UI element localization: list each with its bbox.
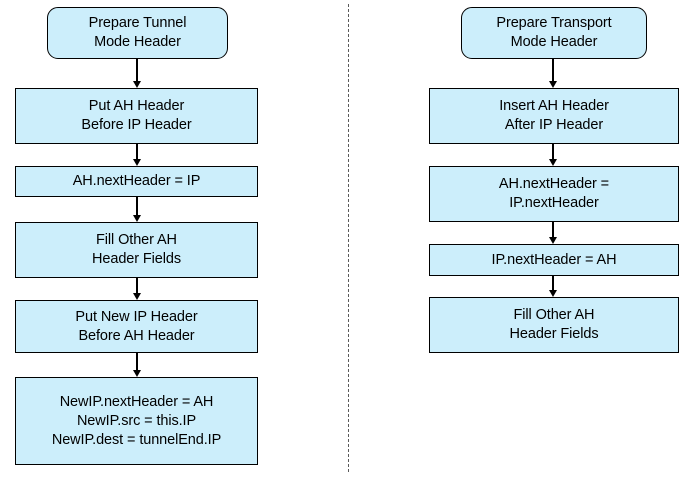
arrow-transport-1 xyxy=(547,59,559,88)
arrowhead-icon xyxy=(549,159,557,166)
arrowhead-icon xyxy=(549,290,557,297)
vertical-dashed-divider xyxy=(348,4,349,472)
node-transport-ip-nextheader: IP.nextHeader = AH xyxy=(429,244,679,276)
arrow-tunnel-5 xyxy=(131,353,143,377)
node-tunnel-fill-other-ah: Fill Other AH Header Fields xyxy=(15,222,258,278)
arrowhead-icon xyxy=(133,81,141,88)
arrowhead-icon xyxy=(549,237,557,244)
arrow-transport-3 xyxy=(547,222,559,244)
arrow-transport-2 xyxy=(547,144,559,166)
arrowhead-icon xyxy=(133,293,141,300)
node-tunnel-put-ah-header: Put AH Header Before IP Header xyxy=(15,88,258,144)
arrow-tunnel-3 xyxy=(131,197,143,222)
arrowhead-icon xyxy=(133,159,141,166)
node-tunnel-put-new-ip-header: Put New IP Header Before AH Header xyxy=(15,300,258,353)
node-transport-fill-other-ah: Fill Other AH Header Fields xyxy=(429,297,679,353)
node-tunnel-newip-assignments: NewIP.nextHeader = AH NewIP.src = this.I… xyxy=(15,377,258,465)
node-tunnel-start: Prepare Tunnel Mode Header xyxy=(47,7,228,59)
arrowhead-icon xyxy=(133,215,141,222)
node-transport-ah-nextheader: AH.nextHeader = IP.nextHeader xyxy=(429,166,679,222)
node-transport-insert-ah-header: Insert AH Header After IP Header xyxy=(429,88,679,144)
arrow-transport-4 xyxy=(547,276,559,297)
arrow-tunnel-2 xyxy=(131,144,143,166)
node-tunnel-ah-nextheader: AH.nextHeader = IP xyxy=(15,166,258,197)
arrow-tunnel-1 xyxy=(131,59,143,88)
arrowhead-icon xyxy=(133,370,141,377)
node-transport-start: Prepare Transport Mode Header xyxy=(461,7,647,59)
arrow-tunnel-4 xyxy=(131,278,143,300)
arrowhead-icon xyxy=(549,81,557,88)
